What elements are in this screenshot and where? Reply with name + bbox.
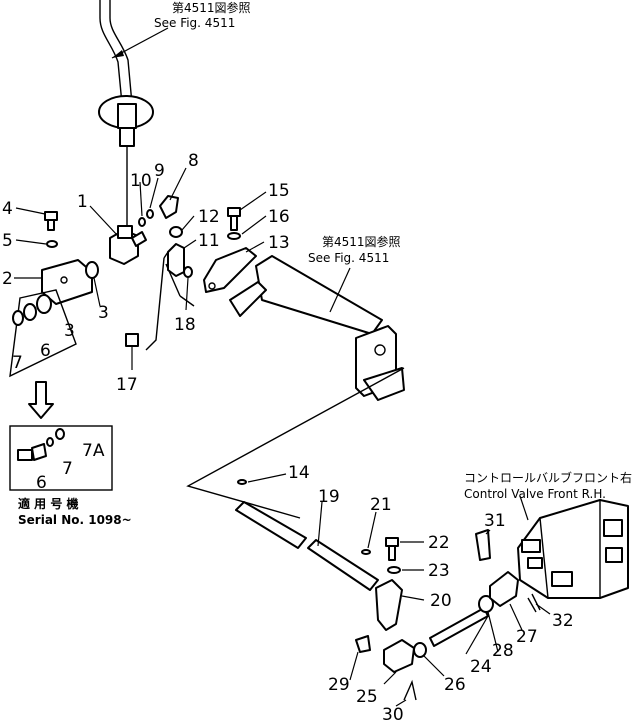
- callout-8: 8: [188, 151, 199, 171]
- rod-24: [429, 607, 489, 647]
- callout-32: 32: [552, 611, 574, 631]
- washer-10: [138, 217, 146, 227]
- rod-17: [145, 257, 165, 351]
- see-fig-top-en: See Fig. 4511: [154, 16, 235, 30]
- pin-30: [403, 679, 417, 701]
- bolt-31: [475, 529, 491, 561]
- callout-5: 5: [2, 231, 13, 251]
- callout-4: 4: [2, 199, 13, 219]
- detail-group: [9, 289, 77, 378]
- serial-detail-box: [9, 425, 113, 491]
- callout-6b: 6: [36, 473, 47, 493]
- lever-20: [375, 579, 403, 631]
- valve-label-jp: コントロールバルブフロント右: [464, 470, 632, 485]
- serial-label-jp: 適 用 号 機: [18, 496, 79, 511]
- clevis-25: [383, 639, 415, 673]
- washer-16: [227, 232, 241, 240]
- see-fig-mid-en: See Fig. 4511: [308, 251, 389, 265]
- callout-18: 18: [174, 315, 196, 335]
- callout-3a: 3: [98, 303, 109, 323]
- joint-11: [167, 243, 185, 277]
- nut-12: [169, 226, 183, 238]
- callout-16: 16: [268, 207, 290, 227]
- callout-7a: 7: [12, 353, 23, 373]
- nut-26: [413, 642, 427, 658]
- bolt-15: [227, 207, 241, 231]
- bolt-29: [355, 635, 371, 653]
- collar-3: [85, 261, 99, 279]
- callout-7A: 7A: [82, 441, 105, 461]
- callout-7b: 7: [62, 459, 73, 479]
- washer-5: [46, 240, 58, 248]
- clevis-27: [489, 571, 519, 607]
- callout-25: 25: [356, 687, 378, 707]
- rod-19: [307, 539, 379, 591]
- callout-27: 27: [516, 627, 538, 647]
- nut-28: [478, 595, 494, 613]
- rod-14: [235, 501, 307, 549]
- callout-15: 15: [268, 181, 290, 201]
- bolt-22: [385, 537, 399, 561]
- callout-21: 21: [370, 495, 392, 515]
- arrow-down: [28, 381, 54, 419]
- see-fig-top-jp: 第4511図参照: [172, 0, 251, 15]
- cross-shaft: [229, 255, 405, 401]
- leader-lines: [14, 167, 551, 707]
- callout-28: 28: [492, 641, 514, 661]
- callout-11: 11: [198, 231, 220, 251]
- callout-29: 29: [328, 675, 350, 695]
- callout-10: 10: [130, 171, 152, 191]
- washer-9: [146, 209, 154, 219]
- pin-8: [159, 195, 179, 219]
- callout-12: 12: [198, 207, 220, 227]
- callout-14: 14: [288, 463, 310, 483]
- pin-21: [361, 549, 371, 555]
- callout-22: 22: [428, 533, 450, 553]
- callout-30: 30: [382, 705, 404, 722]
- callout-31: 31: [484, 511, 506, 531]
- callout-19: 19: [318, 487, 340, 507]
- callout-20: 20: [430, 591, 452, 611]
- callout-9: 9: [154, 161, 165, 181]
- pin-32: [527, 593, 541, 613]
- control-lever: [98, 0, 154, 232]
- callout-23: 23: [428, 561, 450, 581]
- callout-3b: 3: [64, 321, 75, 341]
- guide-line: [186, 367, 405, 519]
- callout-26: 26: [444, 675, 466, 695]
- callout-17: 17: [116, 375, 138, 395]
- see-fig-mid-jp: 第4511図参照: [322, 234, 401, 249]
- serial-label-en: Serial No. 1098~: [18, 513, 132, 527]
- callout-13: 13: [268, 233, 290, 253]
- callout-6a: 6: [40, 341, 51, 361]
- valve-label-en: Control Valve Front R.H.: [464, 487, 606, 501]
- see-fig-mid-arrow: [329, 267, 351, 313]
- lever-bracket: [109, 225, 147, 265]
- callout-24: 24: [470, 657, 492, 677]
- lever-13: [203, 247, 257, 293]
- callout-1: 1: [77, 192, 88, 212]
- washer-23: [387, 566, 401, 574]
- bolt-4: [44, 211, 58, 231]
- control-valve: [517, 499, 629, 599]
- callouts: 1 2 3 3 4 5 6 6 7 7 7A 8 9 10 11 12 13 1…: [2, 151, 574, 722]
- callout-2: 2: [2, 269, 13, 289]
